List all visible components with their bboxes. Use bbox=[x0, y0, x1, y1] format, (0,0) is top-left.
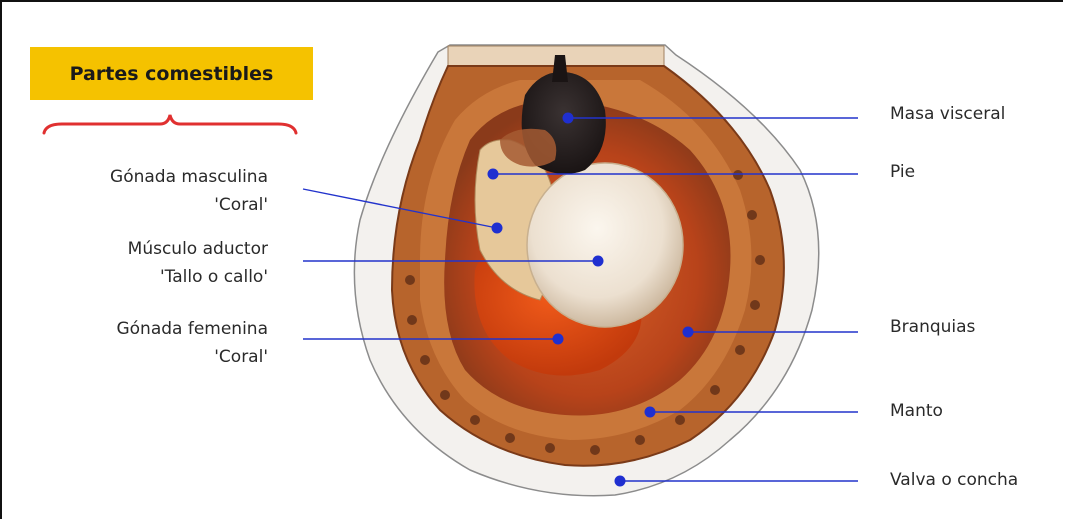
adductor-muscle bbox=[527, 163, 683, 327]
dot-visceral-mass bbox=[563, 113, 574, 124]
dot-gills bbox=[683, 327, 694, 338]
dot-male-gonad bbox=[492, 223, 503, 234]
brace bbox=[44, 115, 296, 133]
dot-adductor bbox=[593, 256, 604, 267]
dot-foot bbox=[488, 169, 499, 180]
dot-shell bbox=[615, 476, 626, 487]
dot-mantle bbox=[645, 407, 656, 418]
dot-female-gonad bbox=[553, 334, 564, 345]
